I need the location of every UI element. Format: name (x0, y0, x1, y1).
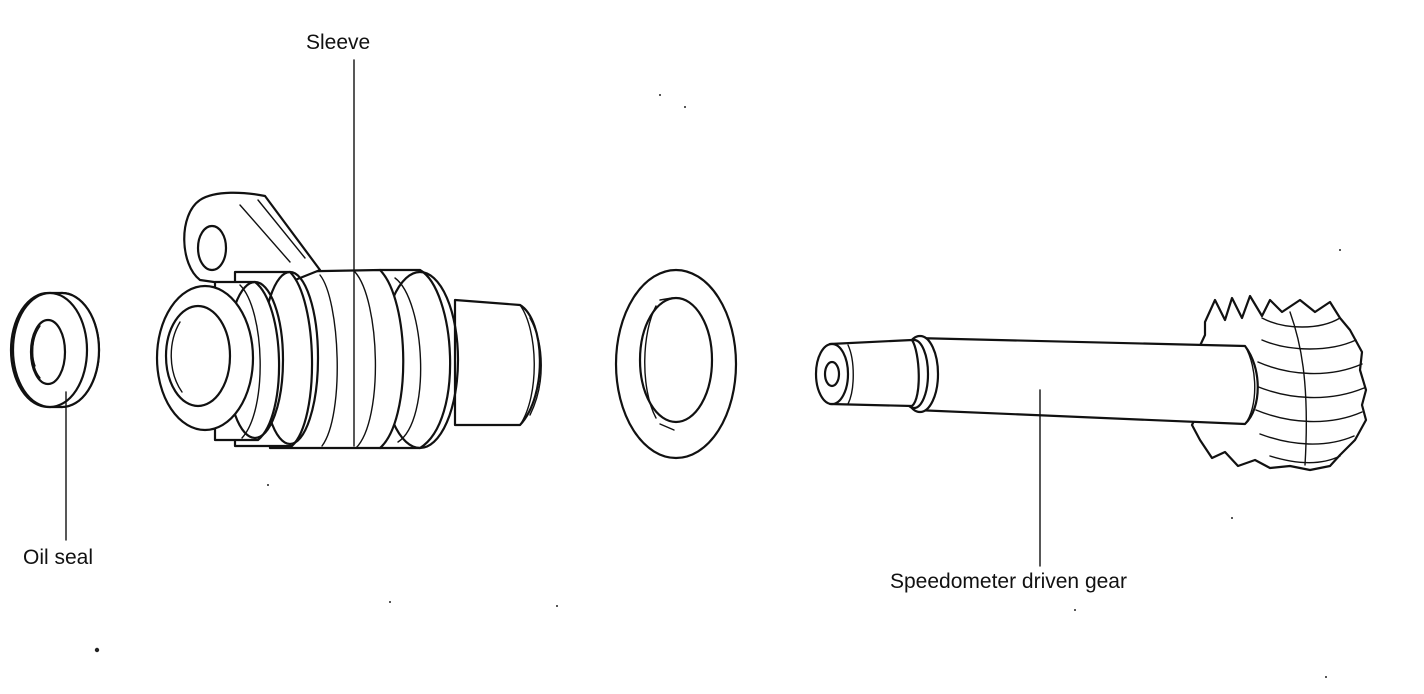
scan-specks (94, 94, 1341, 678)
oil-seal-label: Oil seal (23, 546, 93, 569)
sleeve-part (155, 191, 542, 450)
driven-gear-part (814, 294, 1368, 472)
oil-seal-part (9, 291, 101, 409)
sleeve-label: Sleeve (306, 31, 370, 54)
o-ring-part (614, 268, 738, 460)
driven-gear-label: Speedometer driven gear (890, 570, 1127, 593)
